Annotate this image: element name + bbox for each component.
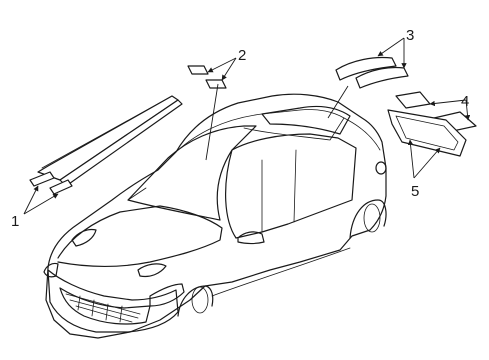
part-hood-stripe: [29, 95, 183, 195]
callout-3: 3: [406, 27, 414, 44]
callout-2: 2: [238, 47, 246, 64]
callout-5: 5: [411, 183, 419, 200]
callout-4: 4: [461, 93, 469, 110]
callout-1: 1: [11, 213, 19, 230]
part-trunk-decal: [335, 56, 409, 89]
part-roof-decals: [187, 65, 227, 89]
leader-lines: [23, 37, 471, 215]
car-body: [43, 93, 387, 339]
part-rear-panel-decal: [387, 109, 467, 157]
